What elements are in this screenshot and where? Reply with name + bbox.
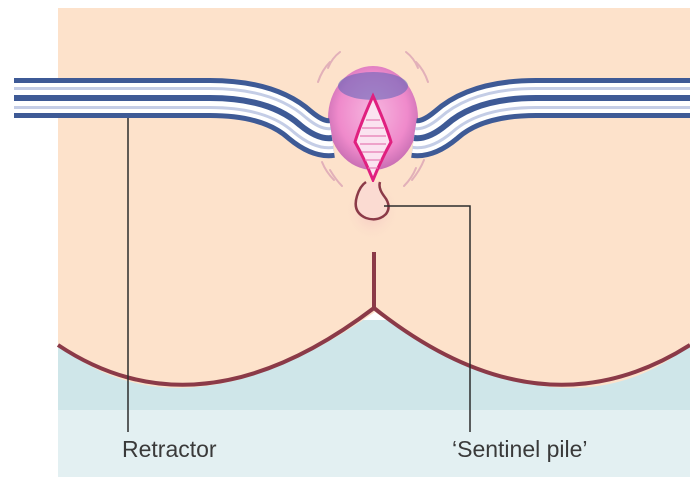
retractor-label: Retractor (122, 438, 217, 461)
sentinel-pile-label: ‘Sentinel pile’ (452, 438, 588, 461)
